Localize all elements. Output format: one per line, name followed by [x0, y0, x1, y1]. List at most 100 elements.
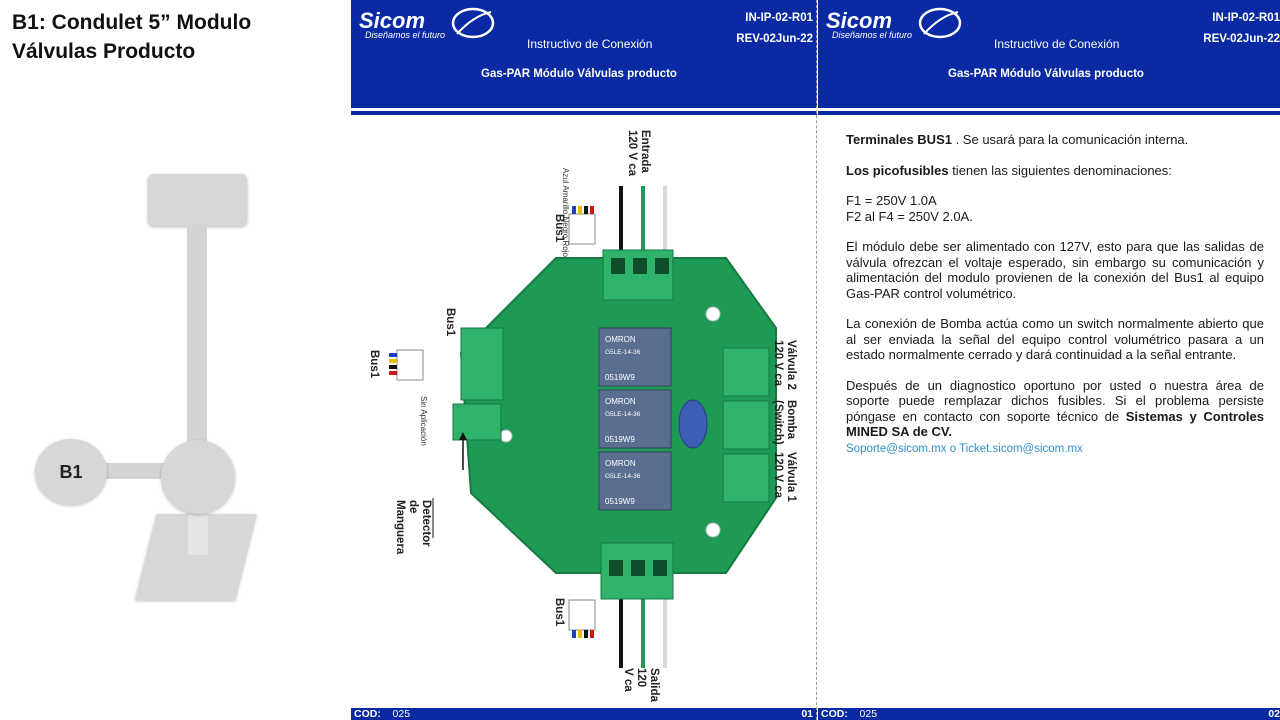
wire-green-bottom — [641, 598, 645, 668]
doc-code: IN-IP-02-R01 — [1212, 12, 1280, 24]
logo-text: Sicom — [826, 8, 892, 33]
terminal-pump — [722, 400, 770, 450]
footer-code-value: 025 — [392, 708, 411, 720]
relay-brand: OMRON — [605, 335, 636, 344]
doc-title: Instructivo de Conexión — [994, 37, 1120, 51]
relay-code: 0519W9 — [605, 435, 635, 444]
wire-white-bottom — [663, 598, 667, 668]
wire-black-top — [619, 186, 623, 258]
mount-hole — [499, 429, 513, 443]
fuse-list: F1 = 250V 1.0A F2 al F4 = 250V 2.0A. — [846, 193, 1264, 224]
footer-code: COD: 025 — [354, 708, 410, 720]
mount-hole — [705, 306, 721, 322]
label-salida: Salida 120 V ca — [622, 668, 660, 702]
page-header: Sicom Diseñamos el futuro IN-IP-02-R01 R… — [818, 0, 1280, 108]
label-bus1-top: Bus1 — [553, 214, 565, 243]
terminal-bus1-left — [460, 327, 504, 401]
para-picofusibles-rest: tienen las siguientes denominaciones: — [948, 162, 1172, 178]
doc-revision: REV-02Jun-22 — [1203, 33, 1280, 45]
label-bus1-left: Bus1 — [368, 350, 380, 379]
page-divider — [816, 0, 818, 720]
para-bus1-bold: Terminales BUS1 — [846, 132, 952, 147]
terminal-valve1 — [722, 453, 770, 503]
terminal-valve2 — [722, 347, 770, 397]
label-detector: Detector de Manguera — [394, 500, 432, 555]
relay-brand: OMRON — [605, 459, 636, 468]
label-valve2: Válvula 2 120 V ca — [772, 340, 797, 390]
para-bomba: La conexión de Bomba actúa como un switc… — [846, 316, 1264, 362]
para-picofusibles-bold: Los picofusibles — [846, 162, 949, 178]
page-number: 01 — [801, 708, 813, 720]
relay-code: 0519W9 — [605, 373, 635, 382]
para-soporte-rest: Después de un diagnostico oportuno por u… — [846, 377, 1264, 424]
horizontal-pipe — [104, 463, 164, 479]
relay-1: OMRON G5LE-14-36 0519W9 — [598, 327, 672, 387]
footer-code: COD: 025 — [821, 708, 877, 720]
doc-code-block: IN-IP-02-R01 REV-02Jun-22 — [1203, 8, 1280, 50]
b1-node-label: B1 — [59, 461, 83, 482]
instructions-text: Terminales BUS1 . Se usará para la comun… — [846, 132, 1264, 457]
doc-code: IN-IP-02-R01 — [745, 12, 813, 24]
label-bus1-left-top: Bus1 — [444, 308, 456, 337]
inductor — [678, 399, 708, 449]
lower-pipe — [188, 505, 208, 555]
relay-brand: OMRON — [605, 397, 636, 406]
wire-white-top — [663, 186, 667, 258]
page-number: 02 — [1268, 708, 1280, 720]
relay-3: OMRON G5LE-14-36 0519W9 — [598, 451, 672, 511]
label-entrada: Entrada 120 V ca — [626, 130, 651, 177]
logo-text: Sicom — [359, 8, 425, 33]
label-pump: Bomba (Switch) — [772, 400, 797, 445]
slide-title: B1: Condulet 5” Modulo Válvulas Producto — [12, 8, 251, 66]
wire-green-top — [641, 186, 645, 258]
fuse-f1: F1 = 250V 1.0A — [846, 193, 937, 208]
document-page-1: Sicom Diseñamos el futuro IN-IP-02-R01 R… — [351, 0, 817, 720]
page-footer — [818, 708, 1280, 720]
slide-title-line1: B1: Condulet 5” Modulo — [12, 11, 252, 34]
bus1-connector-bottom — [568, 599, 596, 638]
footer-label: COD: — [354, 708, 381, 720]
tagline: Diseñamos el futuro — [365, 30, 446, 40]
relay-model: G5LE-14-36 — [605, 411, 641, 418]
terminal-detector — [452, 403, 502, 441]
sicom-logo-icon: Sicom — [826, 7, 962, 39]
relay-2: OMRON G5LE-14-36 0519W9 — [598, 389, 672, 449]
doc-code-block: IN-IP-02-R01 REV-02Jun-22 — [736, 8, 813, 50]
label-valve1: Válvula 1 120 V ca — [772, 452, 797, 502]
b1-node: B1 — [35, 439, 107, 505]
page-header: Sicom Diseñamos el futuro IN-IP-02-R01 R… — [351, 0, 817, 108]
doc-subtitle: Gas-PAR Módulo Válvulas producto — [948, 68, 1144, 80]
footer-code-value: 025 — [859, 708, 878, 720]
vertical-pipe — [187, 224, 207, 444]
para-bus1: Terminales BUS1 . Se usará para la comun… — [846, 132, 1264, 148]
top-box — [148, 174, 247, 226]
doc-subtitle: Gas-PAR Módulo Válvulas producto — [481, 68, 677, 80]
para-soporte: Después de un diagnostico oportuno por u… — [846, 378, 1264, 440]
circuit-board-diagram: OMRON G5LE-14-36 0519W9 OMRON G5LE-14-36… — [389, 186, 777, 668]
label-sin-aplicacion: Sin Aplicación — [419, 396, 428, 446]
label-bus1-bottom: Bus1 — [553, 598, 565, 627]
doc-revision: REV-02Jun-22 — [736, 33, 813, 45]
terminal-block-top — [602, 249, 674, 301]
wire-black-bottom — [619, 598, 623, 668]
relay-model: G5LE-14-36 — [605, 473, 641, 480]
header-rule — [818, 111, 1280, 115]
sicom-logo-icon: Sicom — [359, 7, 495, 39]
document-page-2: Sicom Diseñamos el futuro IN-IP-02-R01 R… — [818, 0, 1280, 720]
footer-label: COD: — [821, 708, 848, 720]
label-wire-colors: Azul Amarillo Negro Rojo — [561, 168, 570, 257]
relay-model: G5LE-14-36 — [605, 349, 641, 356]
relay-code: 0519W9 — [605, 497, 635, 506]
tagline: Diseñamos el futuro — [832, 30, 913, 40]
header-rule — [351, 111, 817, 115]
para-alimentacion: El módulo debe ser alimentado con 127V, … — [846, 239, 1264, 301]
slide-title-line2: Válvulas Producto — [12, 40, 196, 63]
page-footer — [351, 708, 817, 720]
bus1-connector-left — [389, 349, 424, 381]
support-contact-link[interactable]: Soporte@sicom.mx o Ticket.sicom@sicom.mx — [846, 442, 1083, 455]
doc-title: Instructivo de Conexión — [527, 37, 653, 51]
para-soporte-bold: Sistemas y Controles MINED SA de CV. — [846, 408, 1264, 440]
para-bus1-rest: . Se usará para la comunicación interna. — [951, 132, 1189, 147]
fuse-f2-f4: F2 al F4 = 250V 2.0A. — [846, 208, 973, 224]
para-picofusibles: Los picofusibles tienen las siguientes d… — [846, 163, 1264, 179]
